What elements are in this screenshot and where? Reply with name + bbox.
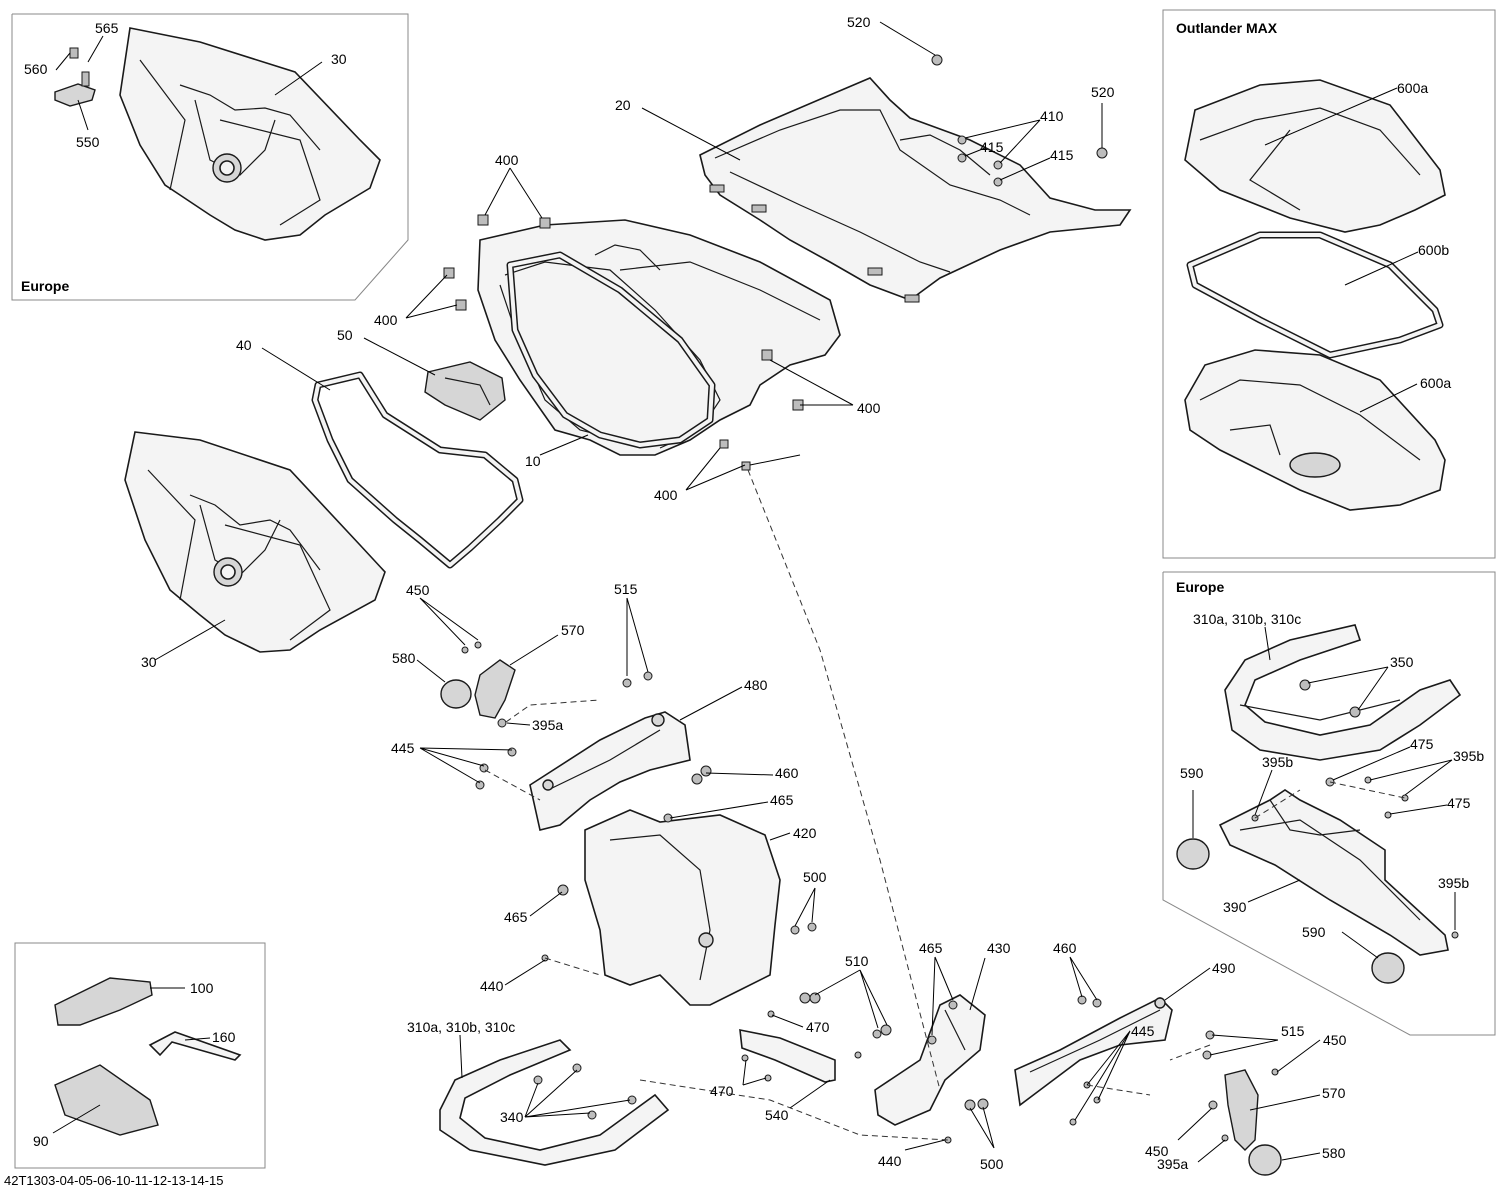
callout-590-bottom: 590 [1302,924,1326,940]
callout-395a-left: 395a [532,717,563,733]
fasteners-520-410-415 [931,54,1108,187]
callout-415-b: 415 [1050,147,1074,163]
callout-515-top: 515 [614,581,638,597]
inset-title-europe-right: Europe [1176,579,1224,595]
callout-100: 100 [190,980,214,996]
callout-labels: 560 565 550 30 Europe 520 520 20 410 415… [4,14,1484,1188]
bracket-570-580-right [1224,1069,1282,1176]
leader-lines [52,21,1456,1163]
callout-90: 90 [33,1133,49,1149]
callout-420: 420 [793,825,817,841]
inset-title-outlander-max: Outlander MAX [1176,20,1278,36]
callout-460-right: 460 [1053,940,1077,956]
callout-465-left: 465 [504,909,528,925]
support-480 [529,711,691,831]
bracket-570-580-left [440,659,516,719]
europe-bumper-right [1224,624,1462,761]
callout-490: 490 [1212,960,1236,976]
callout-475-a: 475 [1410,736,1434,752]
callout-565: 565 [95,20,119,36]
lid-20 [699,77,1132,303]
latch-parts-inset [54,47,96,107]
callout-395a-right: 395a [1157,1156,1188,1172]
callout-580-left: 580 [392,650,416,666]
callout-395b-a: 395b [1262,754,1293,770]
callout-480: 480 [744,677,768,693]
callout-540: 540 [765,1107,789,1123]
callout-310-right: 310a, 310b, 310c [1193,611,1301,627]
callout-600a-bottom: 600a [1420,375,1451,391]
callout-470-bottom: 470 [710,1083,734,1099]
support-490 [1014,997,1173,1107]
callout-500-bottom: 500 [980,1156,1004,1172]
callout-445-right: 445 [1131,1023,1155,1039]
callout-160: 160 [212,1029,236,1045]
callout-465-right: 465 [919,940,943,956]
callout-440-bottom: 440 [878,1153,902,1169]
rear-rack-30 [124,431,386,653]
callout-500-top: 500 [803,869,827,885]
callout-395b-c: 395b [1438,875,1469,891]
callout-445-left: 445 [391,740,415,756]
bolts-misc [461,641,1279,1144]
plate-540 [739,1029,836,1083]
callout-450-bottom: 450 [1145,1143,1169,1159]
callout-400-left: 400 [374,312,398,328]
callout-390: 390 [1223,899,1247,915]
callout-600b: 600b [1418,242,1449,258]
callout-465-top: 465 [770,792,794,808]
callout-30: 30 [141,654,157,670]
europe-bracket-390 [1176,776,1459,984]
callout-460-left: 460 [775,765,799,781]
callout-50: 50 [337,327,353,343]
callout-560: 560 [24,61,48,77]
callout-20: 20 [615,97,631,113]
callout-510: 510 [845,953,869,969]
guard-420 [584,809,781,1006]
callout-400-right: 400 [857,400,881,416]
callout-590-top: 590 [1180,765,1204,781]
callout-410: 410 [1040,108,1064,124]
callout-550: 550 [76,134,100,150]
callout-400-bottom: 400 [654,487,678,503]
storage-box-10 [477,219,841,456]
rear-rack-europe-30 [119,27,381,241]
callout-400-top: 400 [495,152,519,168]
callout-475-b: 475 [1447,795,1471,811]
assembly-dash-lines [484,469,1406,1141]
callout-440-left: 440 [480,978,504,994]
callout-570-left: 570 [561,622,585,638]
callout-515-right: 515 [1281,1023,1305,1039]
outlander-max-box [1184,79,1446,511]
bracket-430 [874,994,986,1126]
callout-580-right: 580 [1322,1145,1346,1161]
callout-310-left: 310a, 310b, 310c [407,1019,515,1035]
callout-450-left: 450 [406,582,430,598]
callout-520-top: 520 [847,14,871,30]
seal-40 [311,371,524,569]
callout-415-a: 415 [980,139,1004,155]
callout-470-top: 470 [806,1019,830,1035]
callout-430: 430 [987,940,1011,956]
inset-frames [11,9,1496,1169]
callout-10: 10 [525,453,541,469]
callout-395b-b: 395b [1453,748,1484,764]
callout-570-right: 570 [1322,1085,1346,1101]
callout-520-right: 520 [1091,84,1115,100]
tools-100-160-90 [54,977,242,1136]
callout-340: 340 [500,1109,524,1125]
inset-title-europe-left: Europe [21,278,69,294]
callout-350: 350 [1390,654,1414,670]
latch-50 [424,361,506,421]
callout-600a-top: 600a [1397,80,1428,96]
drawing-reference: 42T1303-04-05-06-10-11-12-13-14-15 [4,1173,223,1188]
callout-40: 40 [236,337,252,353]
bumper-left-310 [439,1039,670,1166]
callout-30-europe: 30 [331,51,347,67]
callout-450-right: 450 [1323,1032,1347,1048]
